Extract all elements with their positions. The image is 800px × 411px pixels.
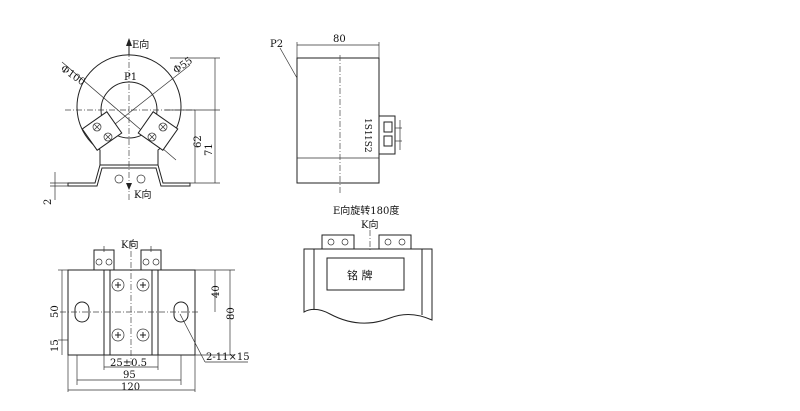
dim80-bottom-label: 80 bbox=[226, 307, 237, 320]
bottom-screw-left bbox=[114, 174, 124, 184]
e-direction-label: E向 bbox=[132, 38, 149, 51]
side-view: P2 80 1S1 1S2 bbox=[270, 34, 402, 195]
k-direction-label: K向 bbox=[134, 188, 151, 201]
dim120-label: 120 bbox=[121, 382, 140, 393]
right-terminal-block bbox=[137, 111, 179, 151]
front-view: E向 Φ100 Φ55 P1 62 71 2 K向 bbox=[43, 38, 220, 205]
dim71-label: 71 bbox=[204, 143, 215, 156]
dim62-label: 62 bbox=[193, 135, 204, 148]
dim15-label: 15 bbox=[50, 339, 61, 352]
inner-ring bbox=[100, 81, 158, 139]
s1-label: 1S1 bbox=[362, 118, 372, 136]
bottom-body bbox=[67, 269, 196, 356]
nameplate bbox=[326, 257, 405, 291]
dim25-label: 25±0.5 bbox=[110, 358, 147, 369]
holes-label: 2-11×15 bbox=[206, 352, 250, 363]
rotated-view: E向旋转180度 K向 铭 牌 bbox=[303, 204, 433, 324]
phi100-label: Φ100 bbox=[58, 63, 87, 88]
bottom-screws bbox=[111, 278, 150, 342]
p2-leader bbox=[279, 47, 298, 79]
dim95-label: 95 bbox=[123, 370, 136, 381]
s2-label: 1S2 bbox=[362, 135, 372, 153]
bottom-screw-right bbox=[136, 174, 146, 184]
dim80-side-label: 80 bbox=[333, 34, 346, 45]
bottom-view: K向 bbox=[50, 238, 250, 393]
mounting-base bbox=[67, 164, 191, 187]
p2-label: P2 bbox=[270, 39, 283, 50]
phi55-leader bbox=[109, 64, 191, 129]
e-arrow-icon bbox=[126, 38, 132, 46]
rotation-title: E向旋转180度 bbox=[333, 204, 399, 217]
outer-ring bbox=[76, 54, 182, 165]
k-direction-right-label: K向 bbox=[361, 218, 378, 231]
dim50-label: 50 bbox=[50, 305, 61, 318]
p1-label: P1 bbox=[124, 72, 137, 83]
k-direction-bottom-label: K向 bbox=[121, 238, 138, 251]
nameplate-label: 铭 牌 bbox=[347, 268, 373, 282]
k-arrow-icon bbox=[126, 183, 132, 190]
rotated-terminal-left bbox=[321, 234, 355, 250]
dim2-label: 2 bbox=[43, 199, 54, 205]
phi55-label: Φ55 bbox=[171, 55, 194, 76]
left-terminal-block bbox=[81, 111, 123, 151]
rotated-terminal-right bbox=[378, 234, 412, 250]
rotated-body bbox=[303, 248, 433, 324]
dim40-label: 40 bbox=[211, 285, 222, 298]
